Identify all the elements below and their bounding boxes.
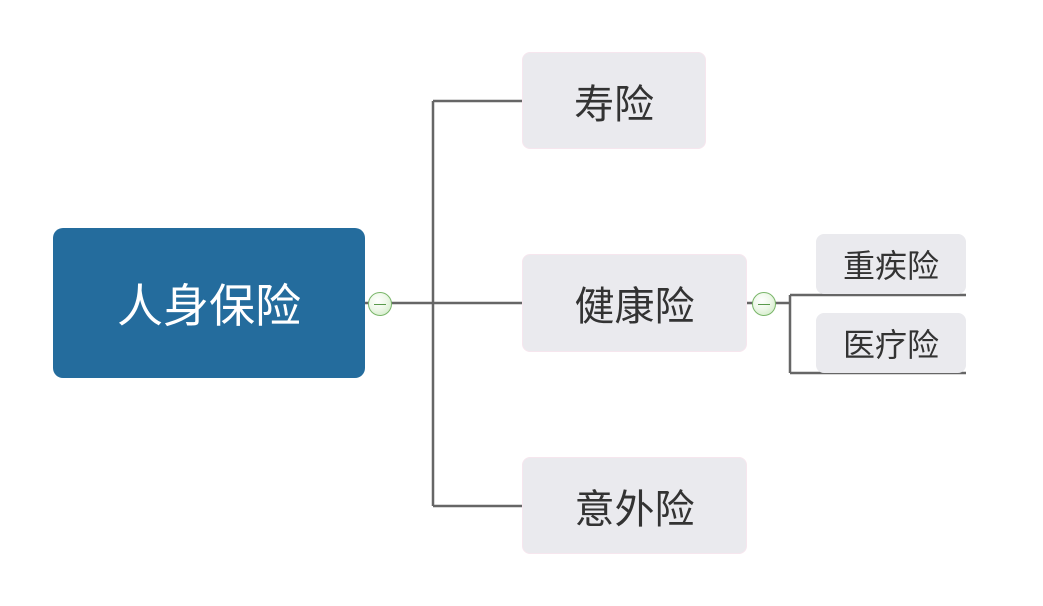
sub-node-zhongjixian[interactable]: 重疾险 bbox=[816, 234, 966, 294]
branch-node-shouxian[interactable]: 寿险 bbox=[522, 52, 706, 149]
branch-node-label: 健康险 bbox=[574, 284, 695, 330]
root-node[interactable]: 人身保险 bbox=[53, 228, 365, 378]
branch-node-jiankangxian[interactable]: 健康险 bbox=[522, 254, 747, 352]
sub-node-yiliaoxian[interactable]: 医疗险 bbox=[816, 313, 966, 373]
collapse-health-toggle-icon[interactable] bbox=[752, 292, 776, 316]
root-node-label: 人身保险 bbox=[117, 279, 301, 333]
branch-node-label: 意外险 bbox=[574, 486, 695, 533]
collapse-root-toggle-icon[interactable] bbox=[368, 292, 392, 316]
sub-node-label: 医疗险 bbox=[842, 326, 939, 364]
branch-node-label: 寿险 bbox=[574, 81, 654, 128]
branch-node-yiwaixian[interactable]: 意外险 bbox=[522, 457, 747, 554]
sub-node-label: 重疾险 bbox=[842, 247, 939, 285]
